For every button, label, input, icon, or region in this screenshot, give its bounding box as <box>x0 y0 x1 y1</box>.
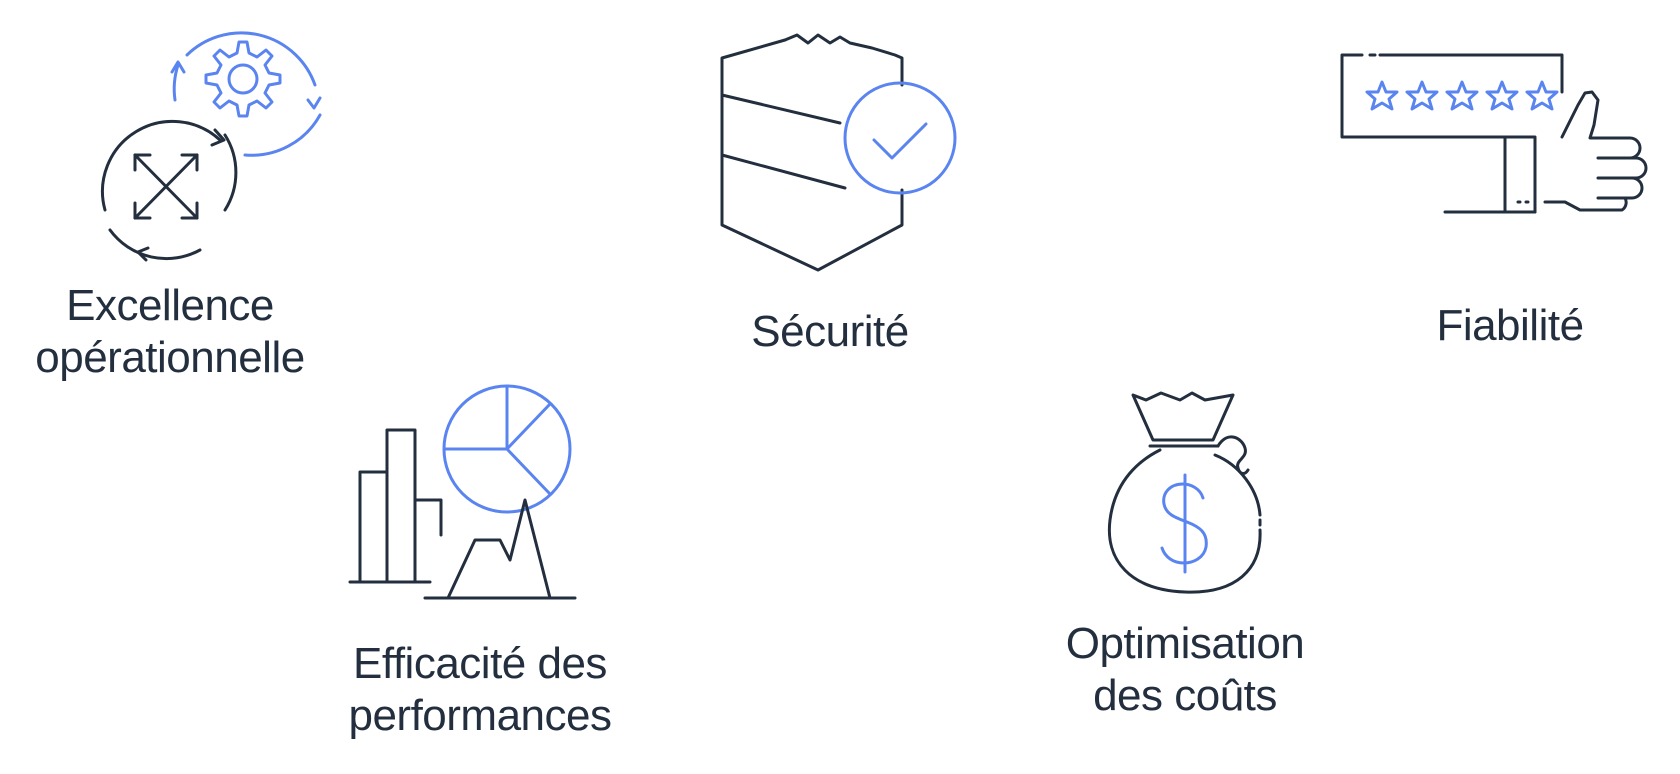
pillar-label: Optimisation des coûts <box>1065 619 1305 720</box>
pillar-security: Sécurité <box>700 0 960 370</box>
charts-icon <box>348 384 577 600</box>
pillar-reliability: Fiabilité <box>1340 0 1680 360</box>
pillar-label: Sécurité <box>751 307 909 356</box>
pillar-cost-optimization: Optimisation des coûts <box>1040 380 1330 770</box>
star-rating-thumbs-up-icon <box>1340 53 1648 214</box>
money-bag-icon <box>1107 391 1262 594</box>
pillar-label: Fiabilité <box>1436 301 1584 350</box>
shield-check-icon <box>720 33 957 272</box>
gears-cycle-icon <box>101 31 322 262</box>
pillar-label: Efficacité des performances <box>348 639 612 740</box>
pillar-label: Excellence opérationnelle <box>35 281 305 382</box>
pillar-operational-excellence: Excellence opérationnelle <box>0 0 340 390</box>
pillar-performance-efficiency: Efficacité des performances <box>310 360 650 760</box>
